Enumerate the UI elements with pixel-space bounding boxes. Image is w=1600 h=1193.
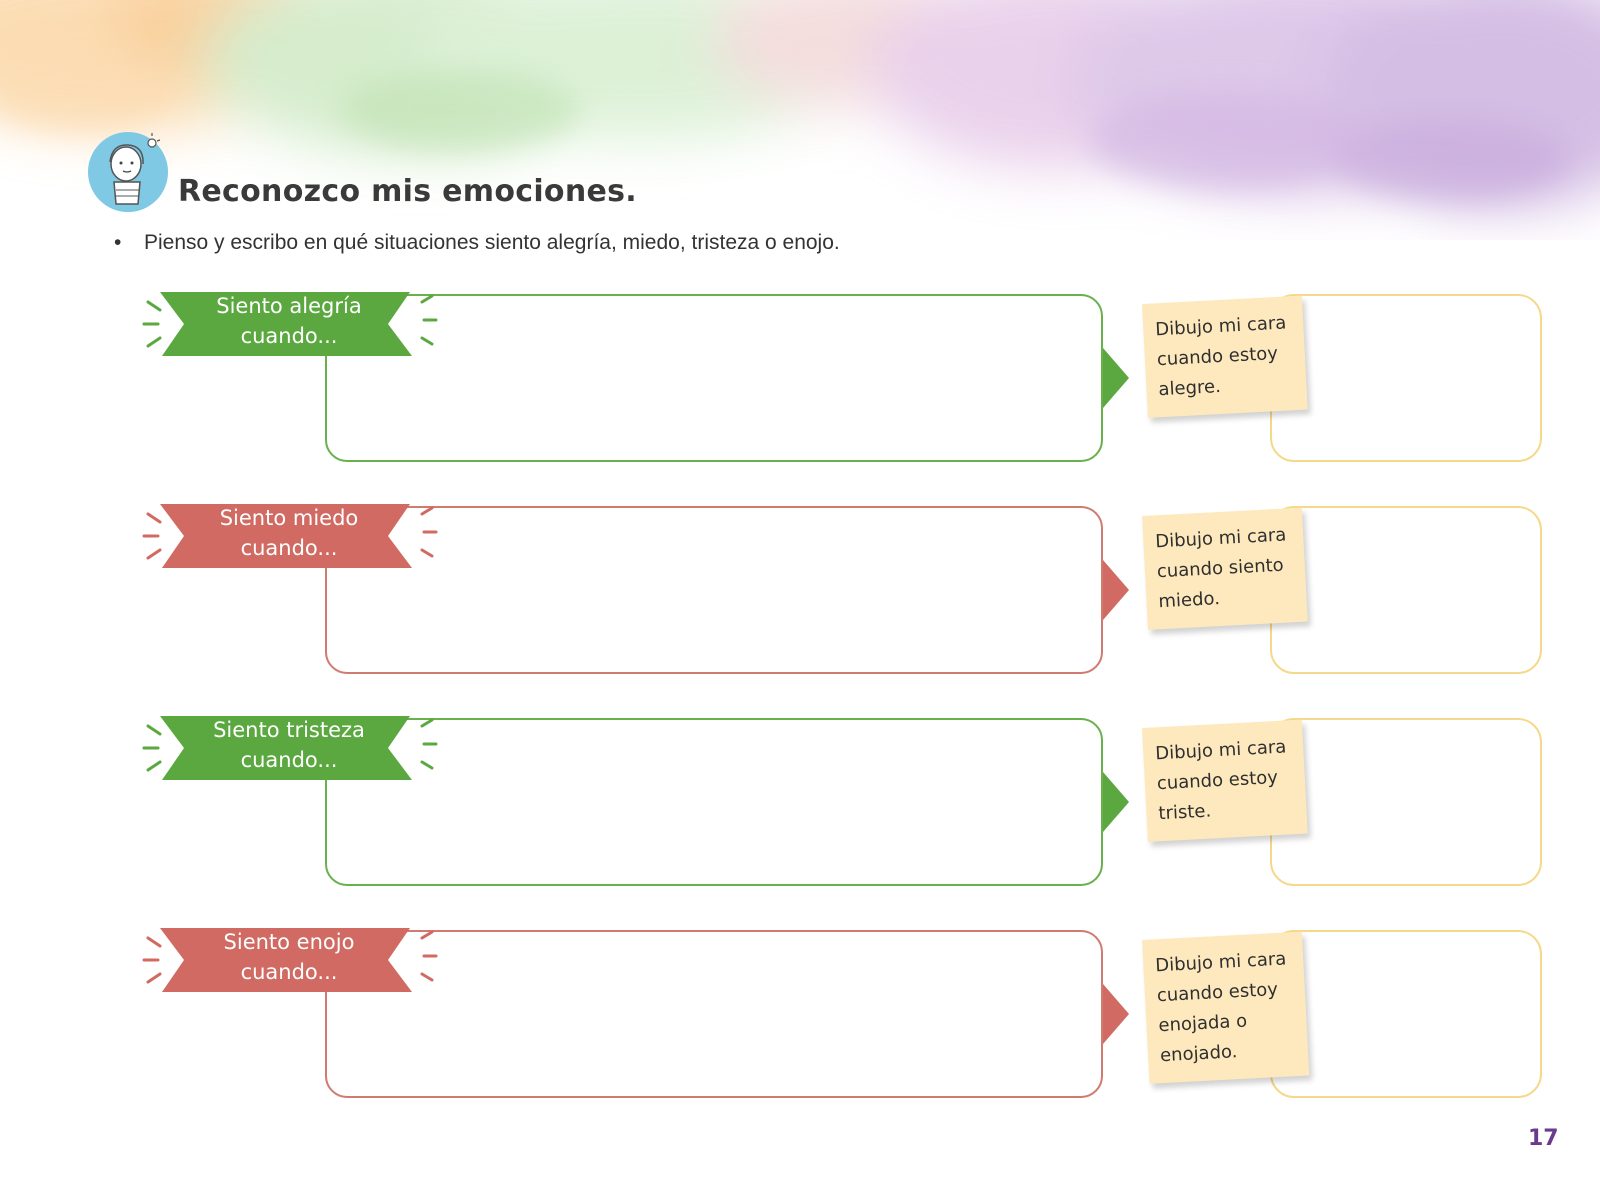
ribbon-shape <box>142 716 438 780</box>
note-line-3: triste. <box>1157 800 1212 825</box>
instruction-label: Pienso y escribo en qué situaciones sien… <box>144 231 840 254</box>
writing-box-miedo[interactable] <box>325 506 1103 674</box>
ribbon-line-1: Siento alegría <box>216 294 362 318</box>
writing-box-alegria[interactable] <box>325 294 1103 462</box>
page-number: 17 <box>1528 1126 1559 1151</box>
ribbon-line-1: Siento tristeza <box>213 718 365 742</box>
emotion-ribbon-miedo: Siento miedo cuando... <box>140 500 440 576</box>
emotion-row-alegria: Siento alegría cuando... Dibujo mi cara … <box>0 292 1600 474</box>
drawing-box-tristeza[interactable] <box>1270 718 1542 886</box>
ribbon-line-1: Siento enojo <box>223 930 355 954</box>
writing-box-tristeza[interactable] <box>325 718 1103 886</box>
ribbon-line-1: Siento miedo <box>219 506 359 530</box>
arrow-right-icon <box>1103 348 1129 408</box>
ribbon-line-2: cuando... <box>240 536 338 560</box>
sticky-note-tristeza: Dibujo mi cara cuando estoy triste. <box>1142 719 1308 842</box>
note-line-3: miedo. <box>1157 588 1221 613</box>
drawing-box-miedo[interactable] <box>1270 506 1542 674</box>
sticky-note-miedo: Dibujo mi cara cuando siento miedo. <box>1142 507 1308 630</box>
note-line-4: enojado. <box>1159 1041 1238 1067</box>
page-title: Reconozco mis emociones. <box>178 174 638 209</box>
sticky-note-enojo: Dibujo mi cara cuando estoy enojada o en… <box>1142 931 1310 1084</box>
emotion-row-miedo: Siento miedo cuando... Dibujo mi cara cu… <box>0 504 1600 686</box>
emotion-ribbon-tristeza: Siento tristeza cuando... <box>140 712 440 788</box>
ribbon-line-2: cuando... <box>240 324 338 348</box>
drawing-box-enojo[interactable] <box>1270 930 1542 1098</box>
emotion-row-enojo: Siento enojo cuando... Dibujo mi cara cu… <box>0 928 1600 1110</box>
ribbon-label: Siento tristeza cuando... <box>180 715 398 775</box>
ribbon-shape <box>142 928 438 992</box>
ribbon-line-2: cuando... <box>240 960 338 984</box>
drawing-box-alegria[interactable] <box>1270 294 1542 462</box>
girl-thinking-icon <box>86 128 172 214</box>
note-line-3: alegre. <box>1157 376 1222 401</box>
writing-box-enojo[interactable] <box>325 930 1103 1098</box>
arrow-right-icon <box>1103 772 1129 832</box>
ribbon-shape <box>142 504 438 568</box>
ribbon-label: Siento enojo cuando... <box>180 927 398 987</box>
bullet-icon: • <box>114 231 122 254</box>
emotion-ribbon-enojo: Siento enojo cuando... <box>140 924 440 1000</box>
ribbon-line-2: cuando... <box>240 748 338 772</box>
instruction-text: • Pienso y escribo en qué situaciones sie… <box>114 231 840 255</box>
ribbon-label: Siento miedo cuando... <box>180 503 398 563</box>
emotion-row-tristeza: Siento tristeza cuando... Dibujo mi cara… <box>0 716 1600 898</box>
arrow-right-icon <box>1103 984 1129 1044</box>
arrow-right-icon <box>1103 560 1129 620</box>
ribbon-label: Siento alegría cuando... <box>180 291 398 351</box>
ribbon-shape <box>142 292 438 356</box>
emotion-ribbon-alegria: Siento alegría cuando... <box>140 288 440 364</box>
sticky-note-alegria: Dibujo mi cara cuando estoy alegre. <box>1142 295 1308 418</box>
